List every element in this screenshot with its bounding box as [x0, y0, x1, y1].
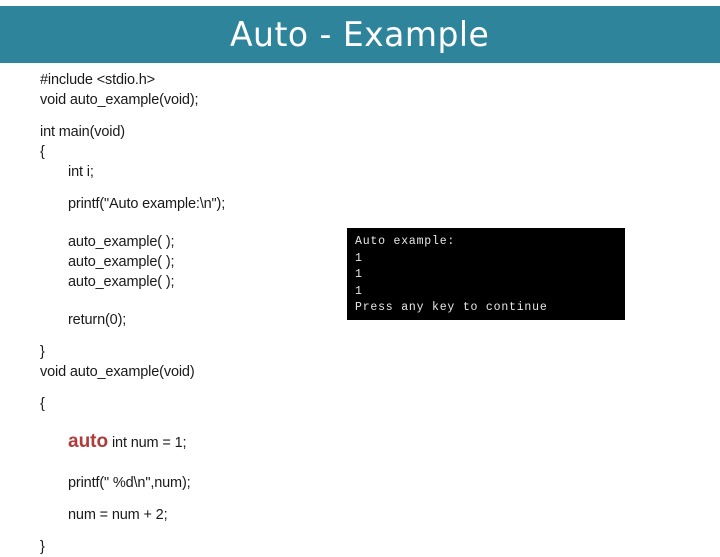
console-line: 1 [355, 284, 363, 298]
code-line-function-close-brace: } [40, 539, 45, 555]
console-line: Auto example: [355, 235, 456, 248]
code-line-function-open-brace: { [40, 396, 45, 412]
code-listing: #include <stdio.h> void auto_example(voi… [40, 70, 340, 557]
title-banner: Auto - Example [0, 6, 720, 63]
code-line-call-3: auto_example( ); [68, 274, 175, 290]
console-line: 1 [355, 251, 363, 265]
code-line-printf-num: printf(" %d\n",num); [68, 475, 191, 491]
code-line-function-definition: void auto_example(void) [40, 364, 195, 380]
code-line-call-2: auto_example( ); [68, 254, 175, 270]
code-line-main-open-brace: { [40, 144, 45, 160]
code-line-auto-declaration: auto int num = 1; [40, 432, 340, 453]
code-line-decl-i: int i; [68, 164, 94, 180]
code-line-include: #include <stdio.h> [40, 72, 155, 88]
code-line-call-1: auto_example( ); [68, 234, 175, 250]
code-line-main-signature: int main(void) [40, 124, 125, 140]
keyword-auto: auto [68, 431, 109, 452]
page-title: Auto - Example [230, 14, 490, 55]
code-line-prototype: void auto_example(void); [40, 92, 199, 108]
console-output-window: Auto example: 1 1 1 Press any key to con… [347, 228, 625, 320]
console-line: Press any key to continue [355, 301, 548, 314]
code-line-printf-header: printf("Auto example:\n"); [68, 196, 226, 212]
auto-declaration-rest: int num = 1; [108, 435, 187, 451]
console-line: 1 [355, 268, 363, 281]
code-line-num-increment: num = num + 2; [68, 507, 168, 523]
code-line-main-close-brace: } [40, 344, 45, 360]
code-line-return: return(0); [68, 312, 127, 328]
